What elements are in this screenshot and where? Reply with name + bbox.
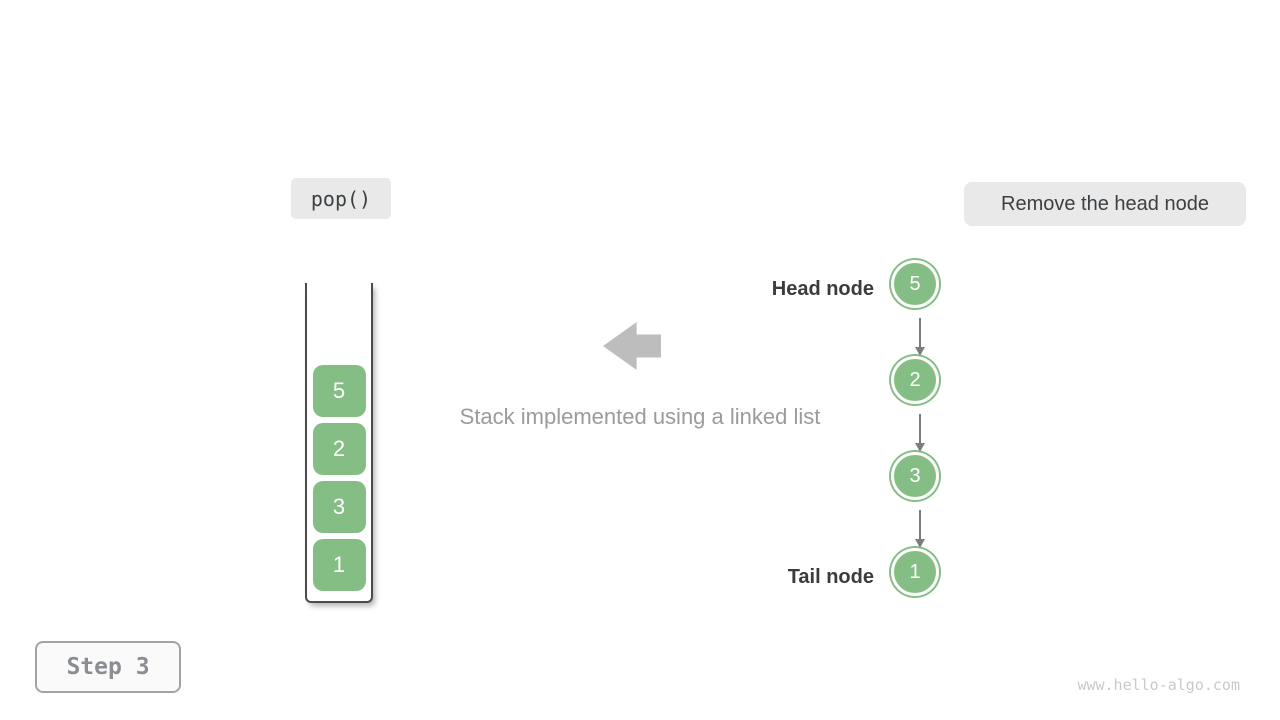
stack-item: 3 bbox=[312, 481, 366, 533]
stack-container: 5 2 3 1 bbox=[305, 283, 373, 603]
arrow-head bbox=[915, 539, 925, 548]
node-value: 2 bbox=[909, 368, 921, 391]
stack-item: 1 bbox=[312, 539, 366, 591]
stack-item: 2 bbox=[312, 423, 366, 475]
arrow-head bbox=[915, 443, 925, 452]
arrow-line bbox=[919, 510, 921, 541]
node-value: 3 bbox=[909, 464, 921, 487]
action-description-badge: Remove the head node bbox=[964, 182, 1246, 226]
step-badge: Step 3 bbox=[35, 641, 181, 693]
arrow-head bbox=[915, 347, 925, 356]
linked-list-node: 5 bbox=[891, 260, 939, 308]
stack-item: 5 bbox=[312, 365, 366, 417]
pop-operation-badge: pop() bbox=[291, 178, 391, 219]
head-node-label: Head node bbox=[771, 278, 874, 300]
linked-list-node: 2 bbox=[891, 356, 939, 404]
tail-node-label: Tail node bbox=[787, 566, 874, 588]
left-block-arrow-icon bbox=[603, 322, 661, 370]
arrow-line bbox=[919, 318, 921, 349]
watermark: www.hello-algo.com bbox=[1077, 676, 1240, 694]
node-value: 5 bbox=[909, 272, 921, 295]
arrow-down-icon bbox=[915, 510, 925, 548]
linked-list-node: 1 bbox=[891, 548, 939, 596]
arrow-down-icon bbox=[915, 318, 925, 356]
node-value: 1 bbox=[909, 560, 921, 583]
linked-list-node: 3 bbox=[891, 452, 939, 500]
arrow-down-icon bbox=[915, 414, 925, 452]
arrow-line bbox=[919, 414, 921, 445]
caption: Stack implemented using a linked list bbox=[459, 404, 821, 429]
